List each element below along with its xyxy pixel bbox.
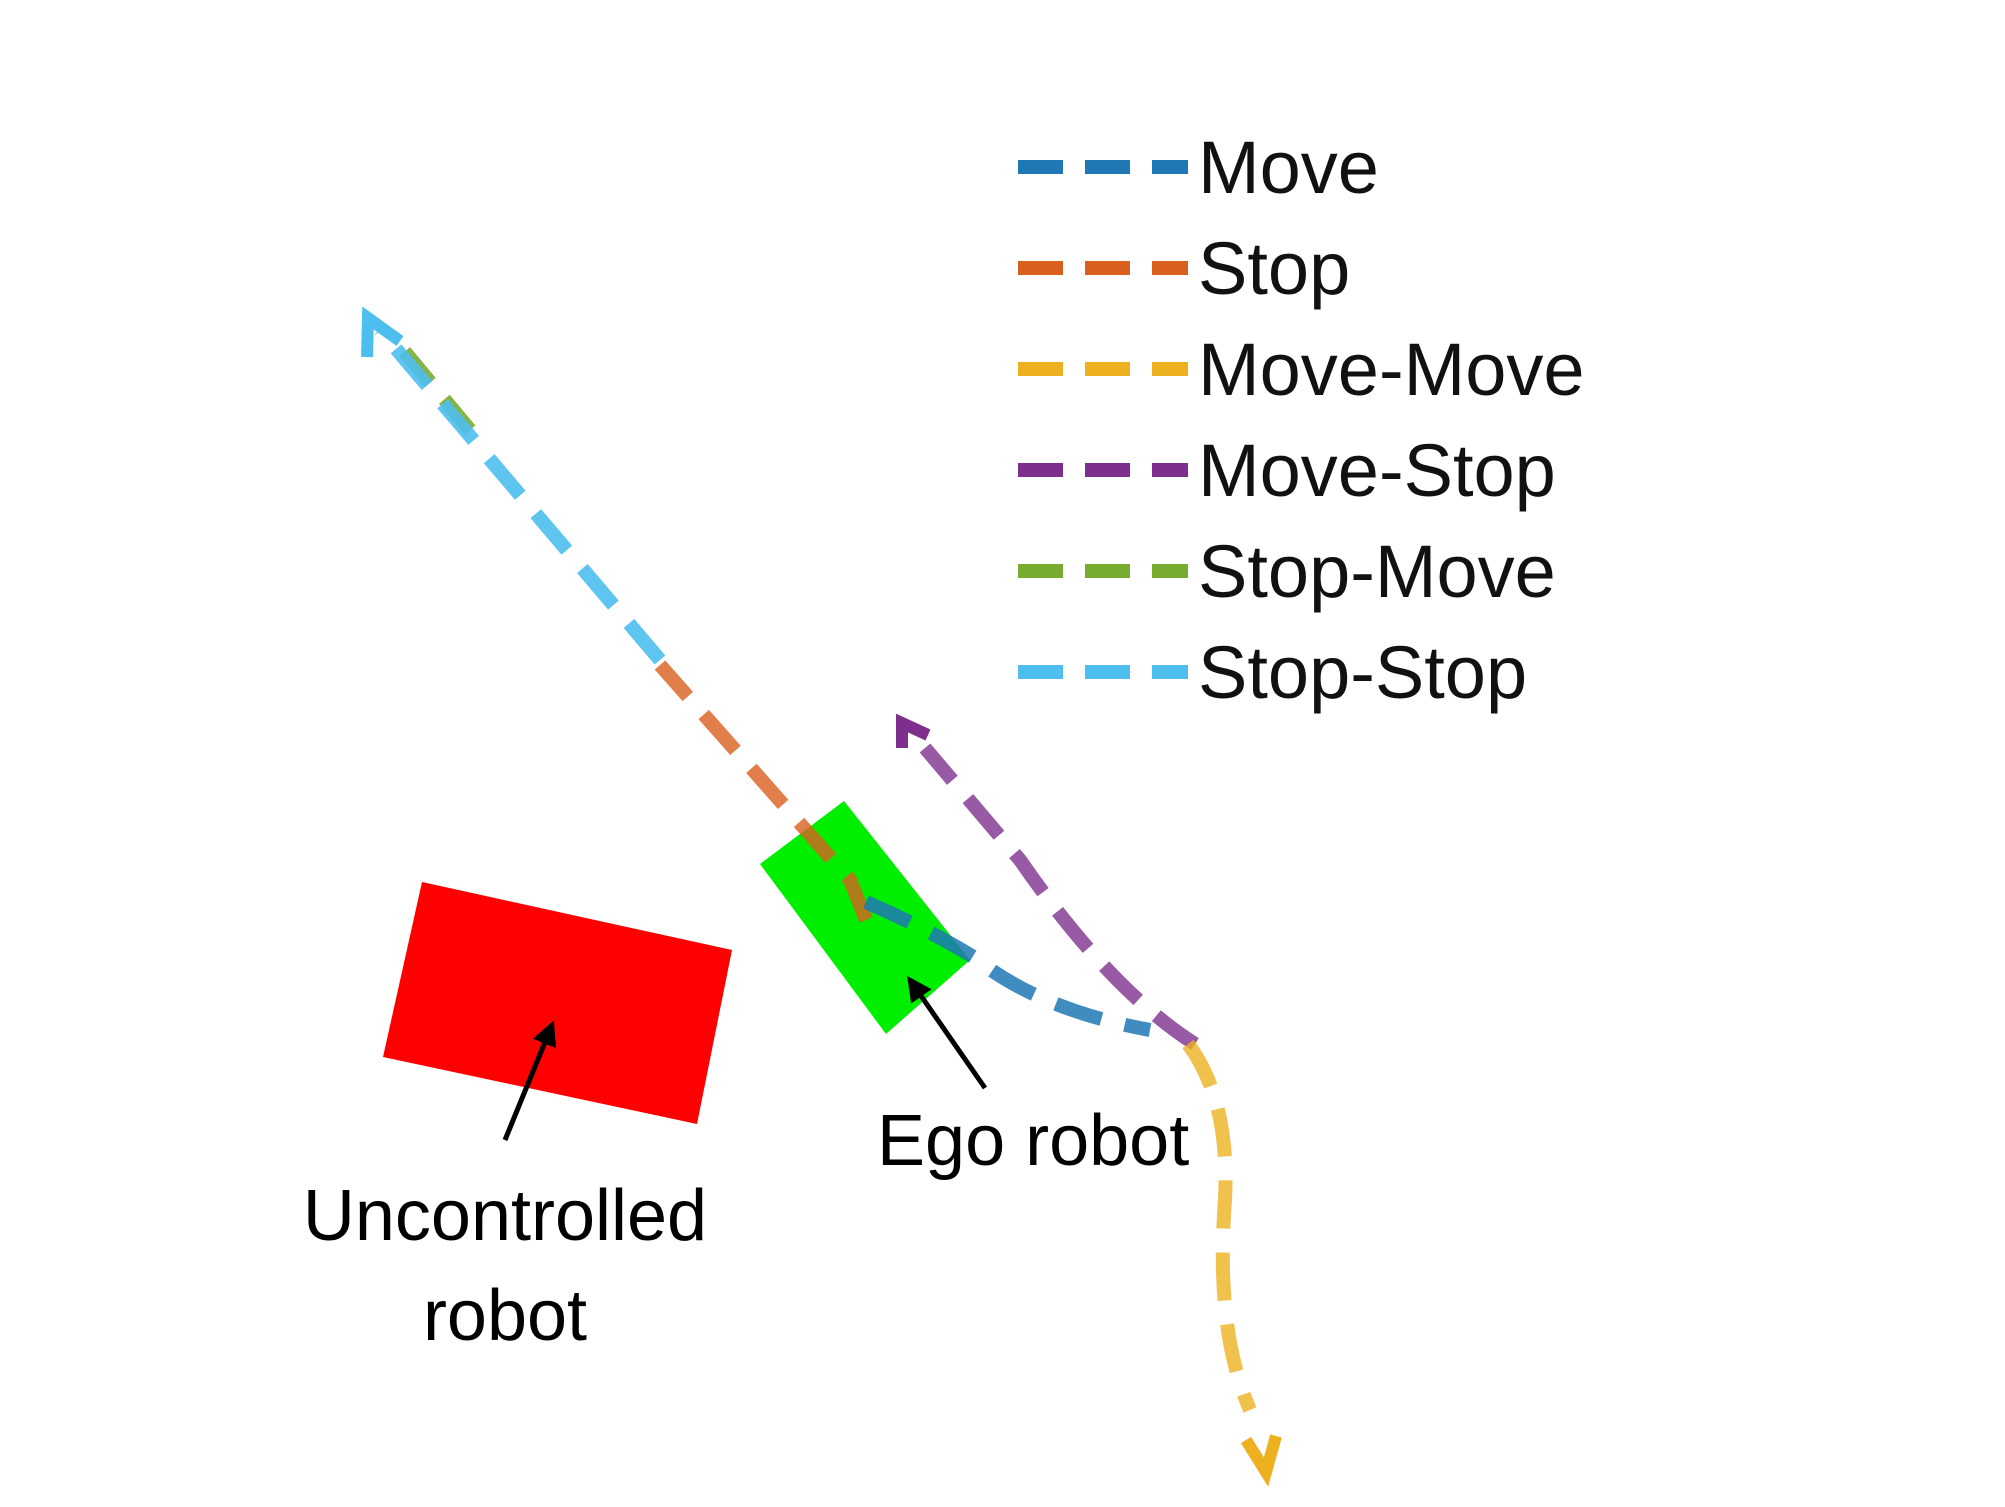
uncontrolled-robot-label-line1: Uncontrolled bbox=[303, 1176, 707, 1256]
stop-stop-arrowhead bbox=[361, 306, 404, 358]
legend-label: Move-Move bbox=[1198, 328, 1585, 411]
trajectory-move-move bbox=[1182, 1039, 1257, 1413]
trajectory-stop bbox=[654, 660, 873, 923]
move-stop-arrowhead bbox=[896, 713, 931, 748]
legend-label: Stop-Stop bbox=[1198, 631, 1527, 714]
legend-label: Move bbox=[1198, 126, 1379, 209]
trajectory-move bbox=[863, 895, 1152, 1037]
uncontrolled-robot-label-line2: robot bbox=[423, 1276, 587, 1356]
legend-label: Move-Stop bbox=[1198, 429, 1556, 512]
ego-pointer-arrow bbox=[907, 975, 988, 1090]
legend-item: Move-Move bbox=[1018, 328, 1585, 411]
legend-item: Stop bbox=[1018, 227, 1350, 310]
legend: MoveStopMove-MoveMove-StopStop-MoveStop-… bbox=[1018, 126, 1585, 714]
legend-item: Stop-Move bbox=[1018, 530, 1556, 613]
trajectories bbox=[361, 306, 1282, 1487]
ego-robot-label: Ego robot bbox=[877, 1101, 1189, 1181]
legend-item: Stop-Stop bbox=[1018, 631, 1527, 714]
trajectory-move-stop bbox=[919, 743, 1199, 1050]
uncontrolled-robot bbox=[383, 882, 732, 1124]
legend-label: Stop-Move bbox=[1198, 530, 1556, 613]
trajectory-stop-stop bbox=[374, 325, 666, 665]
legend-label: Stop bbox=[1198, 227, 1350, 310]
legend-item: Move bbox=[1018, 126, 1379, 209]
uncontrolled-pointer-arrow bbox=[502, 1020, 557, 1141]
legend-item: Move-Stop bbox=[1018, 429, 1556, 512]
move-move-arrowhead bbox=[1240, 1434, 1282, 1487]
